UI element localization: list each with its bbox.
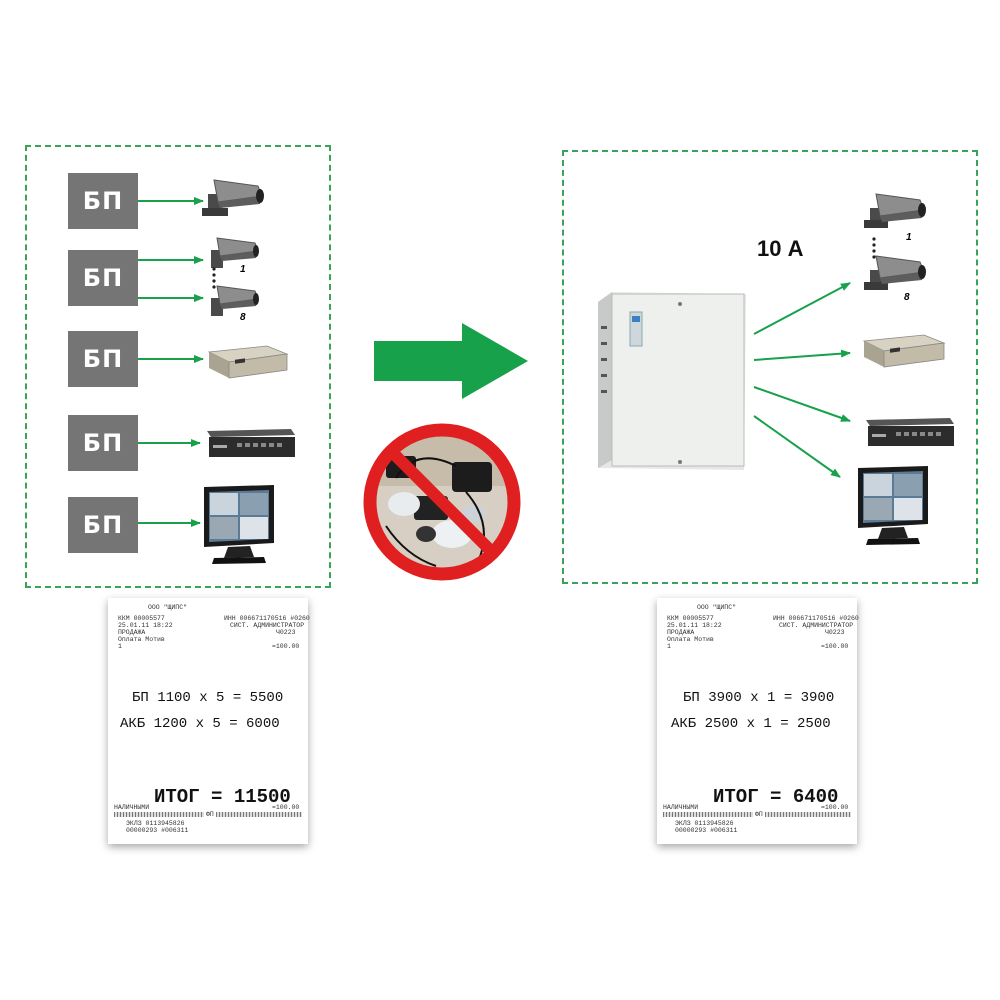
receipt-inn: ИНН 006671170516 #0260 bbox=[773, 615, 859, 622]
receipt-amount: =100.00 bbox=[821, 643, 849, 650]
receipt-cashier: СИСТ. АДМИНИСТРАТОР bbox=[230, 622, 305, 629]
receipt-total: ИТОГ = 6400 bbox=[713, 786, 839, 808]
camera-number-8: 8 bbox=[904, 292, 910, 303]
arrow-psu-switch bbox=[753, 386, 851, 422]
receipt-org: ООО "ЩИПС" bbox=[148, 604, 188, 611]
receipt-fp: ФП bbox=[204, 811, 216, 818]
camera-icon bbox=[211, 237, 259, 268]
network-switch-icon bbox=[207, 429, 295, 457]
receipt-kkm: ККМ 00005577 bbox=[118, 615, 165, 622]
camera-icon bbox=[864, 193, 926, 228]
receipt-amount: =100.00 bbox=[272, 643, 300, 650]
network-switch-icon bbox=[866, 418, 954, 446]
power-supply-block-5: БП bbox=[68, 497, 138, 553]
receipt-date: 25.01.11 18:22 bbox=[667, 622, 722, 629]
power-supply-block-3: БП bbox=[68, 331, 138, 387]
receipt-inn: ИНН 006671170516 #0260 bbox=[224, 615, 310, 622]
receipt-cash-amount: =100.00 bbox=[272, 804, 300, 811]
receipt-right: ООО "ЩИПС" ККМ 00005577 ИНН 006671170516… bbox=[657, 598, 859, 844]
receipt-cashier: СИСТ. АДМИНИСТРАТОР bbox=[779, 622, 854, 629]
power-supply-block-2: БП bbox=[68, 250, 138, 306]
receipt-sale: ПРОДАЖА bbox=[667, 629, 695, 636]
camera-number-1: 1 bbox=[906, 232, 912, 243]
video-recorder-icon bbox=[207, 345, 289, 379]
monitor-icon bbox=[858, 466, 928, 545]
current-label: 10 А bbox=[757, 236, 804, 261]
receipt-code: Ч0223 bbox=[825, 629, 845, 636]
receipt-eklz: ЭКЛЗ 0113945826 bbox=[126, 820, 185, 827]
camera-icon bbox=[202, 179, 264, 216]
receipt-total: ИТОГ = 11500 bbox=[154, 786, 291, 808]
receipt-doc: 00000293 #006311 bbox=[126, 827, 189, 834]
arrow-psu-recorder bbox=[753, 349, 851, 361]
camera-icon bbox=[211, 285, 259, 316]
prohibition-sign-icon bbox=[363, 423, 521, 581]
transition-arrow bbox=[374, 323, 528, 399]
receipt-cash: НАЛИЧНЫМИ bbox=[663, 804, 699, 811]
video-recorder-icon bbox=[862, 334, 946, 368]
receipt-line-akb: АКБ 1200 x 5 = 6000 bbox=[120, 716, 280, 732]
power-supply-block-1: БП bbox=[68, 173, 138, 229]
ellipsis-dots bbox=[212, 267, 216, 289]
receipt-payment: Оплата Мотив bbox=[667, 636, 714, 643]
receipt-sale: ПРОДАЖА bbox=[118, 629, 146, 636]
receipt-line-bp: БП 1100 x 5 = 5500 bbox=[132, 690, 284, 706]
receipt-org: ООО "ЩИПС" bbox=[697, 604, 737, 611]
arrow-psu-cameras bbox=[753, 282, 851, 335]
power-supply-block-4: БП bbox=[68, 415, 138, 471]
receipt-cash-amount: =100.00 bbox=[821, 804, 849, 811]
receipt-left: ООО "ЩИПС" ККМ 00005577 ИНН 006671170516… bbox=[108, 598, 310, 844]
receipt-date: 25.01.11 18:22 bbox=[118, 622, 173, 629]
ellipsis-dots bbox=[872, 237, 876, 259]
camera-number-8: 8 bbox=[240, 312, 246, 323]
receipt-code: Ч0223 bbox=[276, 629, 296, 636]
receipt-payment: Оплата Мотив bbox=[118, 636, 165, 643]
power-supply-cabinet-icon bbox=[598, 292, 746, 470]
receipt-kkm: ККМ 00005577 bbox=[667, 615, 714, 622]
left-panel-border bbox=[25, 145, 331, 588]
receipt-doc: 00000293 #006311 bbox=[675, 827, 738, 834]
receipt-line-bp: БП 3900 x 1 = 3900 bbox=[683, 690, 835, 706]
receipt-eklz: ЭКЛЗ 0113945826 bbox=[675, 820, 734, 827]
receipt-cash: НАЛИЧНЫМИ bbox=[114, 804, 150, 811]
camera-number-1: 1 bbox=[240, 264, 246, 275]
receipt-line-akb: АКБ 2500 x 1 = 2500 bbox=[671, 716, 831, 732]
monitor-icon bbox=[204, 485, 274, 564]
camera-icon bbox=[864, 255, 926, 290]
receipt-fp: ФП bbox=[753, 811, 765, 818]
right-panel-border bbox=[562, 150, 978, 584]
receipt-qty: 1 bbox=[667, 643, 671, 650]
arrow-psu-monitor bbox=[753, 415, 841, 478]
receipt-qty: 1 bbox=[118, 643, 122, 650]
